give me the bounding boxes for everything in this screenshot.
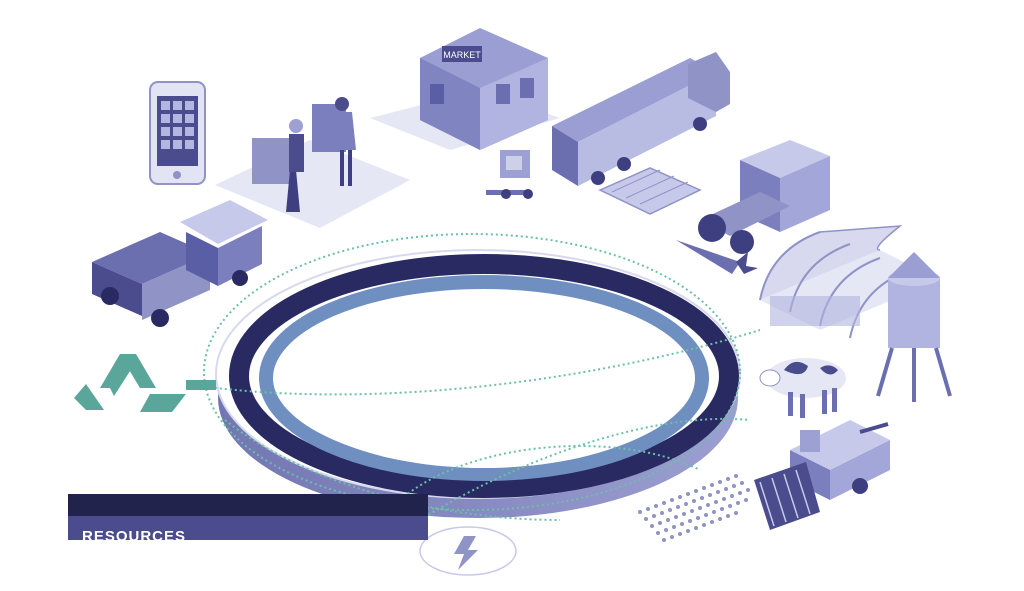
recycle-icon — [74, 354, 216, 412]
energy-icon — [420, 527, 516, 575]
cold-chain-label: COLD CHAIN TRANSPORT — [720, 111, 821, 120]
market-building-icon: MARKET — [370, 28, 560, 150]
market-sign: MARKET — [443, 50, 481, 60]
cold-chain-truck-icon — [552, 52, 730, 186]
cow-icon — [760, 358, 846, 418]
pallet-icon — [600, 168, 700, 214]
central-ring — [216, 250, 740, 518]
forklift-icon — [486, 150, 533, 199]
harvester-icon — [754, 420, 890, 530]
waste-truck-icon — [92, 200, 268, 327]
resources-label: RESOURCES — [82, 528, 186, 545]
smartphone-icon — [150, 82, 205, 184]
